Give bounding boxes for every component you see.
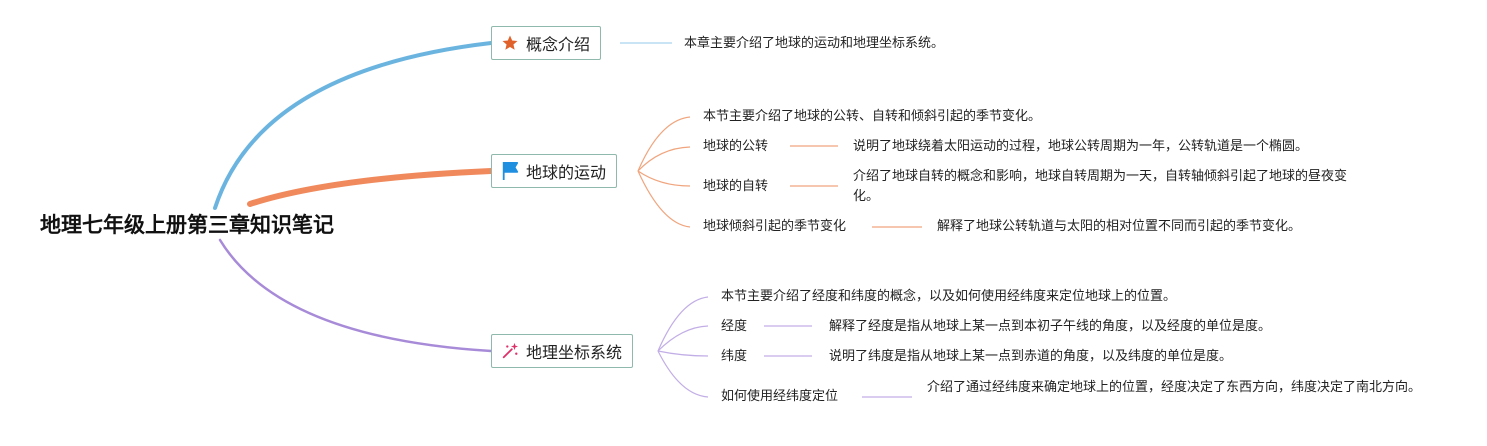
topic-label-longitude[interactable]: 经度 <box>721 319 748 334</box>
branch-node-motion[interactable]: 地球的运动 <box>491 154 618 188</box>
topic-detail-revolution[interactable]: 说明了地球绕着太阳运动的过程，地球公转周期为一年，公转轨道是一个椭圆。 <box>853 139 1309 154</box>
sparkle-icon <box>500 341 520 361</box>
branch-line-coords <box>218 238 493 353</box>
branch-line-concept <box>213 41 493 210</box>
topic-label-seasons[interactable]: 地球倾斜引起的季节变化 <box>703 219 847 234</box>
connector-fan-motion <box>637 116 922 228</box>
topic-label-locate[interactable]: 如何使用经纬度定位 <box>721 389 839 404</box>
topic-label-rotation[interactable]: 地球的自转 <box>703 179 769 194</box>
topic-detail-locate[interactable]: 介绍了通过经纬度来确定地球上的位置，经度决定了东西方向，纬度决定了南北方向。 <box>927 380 1422 395</box>
central-topic[interactable]: 地理七年级上册第三章知识笔记 <box>40 213 334 237</box>
topic-detail-longitude[interactable]: 解释了经度是指从地球上某一点到本初子午线的角度，以及经度的单位是度。 <box>829 319 1272 334</box>
coords-summary[interactable]: 本节主要介绍了经度和纬度的概念，以及如何使用经纬度来定位地球上的位置。 <box>721 289 1177 304</box>
concept-summary[interactable]: 本章主要介绍了地球的运动和地理坐标系统。 <box>684 36 945 51</box>
connector-fan-coords <box>657 296 912 398</box>
topic-label-latitude[interactable]: 纬度 <box>721 349 748 364</box>
flag-icon <box>500 161 520 181</box>
topic-label-revolution[interactable]: 地球的公转 <box>703 139 769 154</box>
branch-line-motion <box>247 168 494 207</box>
motion-summary[interactable]: 本节主要介绍了地球的公转、自转和倾斜引起的季节变化。 <box>703 109 1042 124</box>
branch-node-concept[interactable]: 概念介绍 <box>491 26 602 60</box>
branch-title-coords: 地理坐标系统 <box>526 343 623 362</box>
topic-detail-seasons[interactable]: 解释了地球公转轨道与太阳的相对位置不同而引起的季节变化。 <box>937 219 1302 234</box>
topic-detail-rotation[interactable]: 介绍了地球自转的概念和影响，地球自转周期为一天，自转轴倾斜引起了地球的昼夜变化。 <box>853 169 1348 204</box>
topic-detail-latitude[interactable]: 说明了纬度是指从地球上某一点到赤道的角度，以及纬度的单位是度。 <box>829 349 1233 364</box>
branch-title-concept: 概念介绍 <box>526 35 591 54</box>
branch-node-coords[interactable]: 地理坐标系统 <box>491 334 634 368</box>
star-icon <box>500 33 520 53</box>
branch-title-motion: 地球的运动 <box>526 163 607 182</box>
